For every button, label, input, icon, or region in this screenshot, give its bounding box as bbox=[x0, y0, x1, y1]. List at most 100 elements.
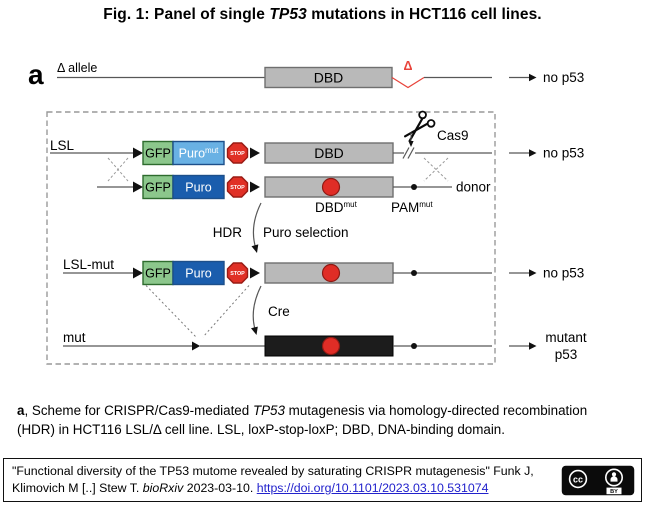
cut-mark bbox=[402, 147, 410, 159]
mut-allele-row: mut mutant p53 bbox=[63, 330, 587, 362]
puro-box bbox=[172, 260, 225, 286]
puro-mut-box bbox=[172, 140, 225, 166]
gfp-label: GFP bbox=[145, 181, 171, 195]
citation-authors: Klimovich M [..] Stew T. bbox=[12, 481, 143, 495]
workflow-dashed-box bbox=[46, 111, 496, 365]
puro-text: Puro bbox=[179, 147, 205, 161]
result-arrowhead bbox=[529, 342, 537, 350]
loxp-triangle bbox=[133, 267, 143, 279]
mut-superscript: mut bbox=[419, 200, 433, 209]
lsl-allele-row: LSL GFP Puromut STOP DBD Cas9 bbox=[50, 110, 584, 166]
title-prefix: Fig. 1: Panel of single bbox=[103, 6, 270, 23]
mut-superscript: mut bbox=[205, 146, 219, 155]
delta-allele-row: Δ allele DBD Δ no p53 bbox=[57, 59, 584, 89]
cre-label: Cre bbox=[268, 304, 290, 319]
lsl-mut-row: LSL-mut GFP Puro STOP no p53 bbox=[63, 257, 584, 338]
result-label: no p53 bbox=[543, 146, 584, 161]
deletion-delta-symbol: Δ bbox=[404, 59, 413, 73]
citation-journal-italic: bioRxiv bbox=[142, 481, 184, 495]
stop-label: STOP bbox=[230, 151, 245, 157]
dbd-mut-label: DBDmut bbox=[315, 200, 358, 215]
lsl-label: LSL bbox=[50, 138, 75, 153]
title-gene-italic: TP53 bbox=[269, 6, 307, 23]
caption-panel-letter: a bbox=[17, 403, 25, 418]
cc-by-badge-graphic: cc BY bbox=[561, 465, 635, 495]
loxp-triangle bbox=[133, 147, 143, 159]
dbd-box-label: DBD bbox=[314, 145, 344, 161]
hdr-arrowhead bbox=[251, 244, 259, 253]
doi-link[interactable]: https://doi.org/10.1101/2023.03.10.53107… bbox=[256, 481, 489, 495]
result-label-line2: p53 bbox=[555, 347, 578, 362]
cut-mark bbox=[407, 147, 415, 159]
caption-gene-italic: TP53 bbox=[252, 403, 285, 418]
citation-text: "Functional diversity of the TP53 mutome… bbox=[12, 463, 555, 497]
cas9-label: Cas9 bbox=[437, 128, 469, 143]
loxp-triangle bbox=[133, 181, 143, 193]
puro-label: Puro bbox=[185, 181, 211, 195]
result-arrowhead bbox=[529, 269, 537, 277]
result-arrowhead bbox=[529, 149, 537, 157]
red-mutation-dot bbox=[321, 263, 341, 283]
deletion-notch bbox=[391, 76, 425, 89]
hdr-transition: HDR Puro selection bbox=[213, 202, 349, 253]
result-label: no p53 bbox=[543, 70, 584, 85]
puro-mut-label: Puromut bbox=[179, 146, 220, 161]
lsl-mut-label: LSL-mut bbox=[63, 257, 114, 272]
red-mutation-dot bbox=[321, 177, 341, 197]
cre-excision-dotted-line bbox=[202, 285, 250, 338]
citation-line1: "Functional diversity of the TP53 mutome… bbox=[12, 463, 534, 478]
stop-label: STOP bbox=[230, 185, 245, 191]
panel-a-label: a bbox=[28, 59, 44, 90]
recombination-cross-left bbox=[107, 157, 129, 182]
cc-by-badge[interactable]: cc BY bbox=[561, 465, 635, 496]
stop-label: STOP bbox=[230, 271, 245, 277]
figure-caption: a, Scheme for CRISPR/Cas9-mediated TP53 … bbox=[17, 401, 633, 439]
cre-transition: Cre bbox=[251, 285, 290, 335]
puro-label: Puro bbox=[185, 267, 211, 281]
mut-label: mut bbox=[63, 330, 86, 345]
loxp-triangle bbox=[250, 147, 260, 159]
red-mutation-dot bbox=[321, 336, 341, 356]
hdr-curved-arrow bbox=[252, 202, 262, 250]
gfp-label: GFP bbox=[145, 267, 171, 281]
scissors-icon bbox=[404, 110, 436, 142]
cc-icon: cc bbox=[568, 469, 588, 488]
caption-text: mutagenesis via homology-directed recomb… bbox=[284, 403, 588, 418]
cre-curved-arrow bbox=[252, 285, 262, 332]
figure-title: Fig. 1: Panel of single TP53 mutations i… bbox=[0, 6, 645, 24]
citation-date: 2023-03-10. bbox=[183, 481, 257, 495]
title-suffix: mutations in HCT116 cell lines. bbox=[306, 6, 542, 23]
result-label: no p53 bbox=[543, 266, 584, 281]
by-letters: BY bbox=[610, 488, 618, 494]
cut-pointer-arrowhead bbox=[408, 141, 414, 147]
recombination-cross-right bbox=[423, 157, 449, 182]
result-label-line1: mutant bbox=[545, 330, 587, 345]
cc-letters: cc bbox=[573, 474, 583, 484]
residual-loxp-triangle bbox=[192, 341, 201, 351]
puro-box bbox=[172, 174, 225, 200]
loxp-triangle bbox=[250, 267, 260, 279]
puro-selection-label: Puro selection bbox=[263, 225, 349, 240]
donor-label: donor bbox=[456, 180, 491, 195]
delta-allele-label: Δ allele bbox=[57, 61, 97, 75]
cre-excision-dotted-line bbox=[145, 285, 197, 338]
pam-mut-label: PAMmut bbox=[391, 200, 433, 215]
mut-superscript: mut bbox=[344, 200, 358, 209]
dbd-mut-base: DBD bbox=[315, 200, 344, 215]
dbd-box-label: DBD bbox=[314, 70, 344, 86]
citation-bar: "Functional diversity of the TP53 mutome… bbox=[3, 458, 642, 502]
panel-a-diagram: a Δ allele DBD Δ no p53 LSL GFP Puromut bbox=[28, 59, 587, 365]
pam-mut-dot bbox=[411, 270, 417, 276]
caption-text-line2: (HDR) in HCT116 LSL/Δ cell line. LSL, lo… bbox=[17, 422, 505, 438]
result-arrowhead bbox=[529, 73, 537, 82]
hdr-label: HDR bbox=[213, 225, 242, 240]
loxp-triangle bbox=[250, 181, 260, 193]
donor-row: GFP Puro STOP donor DBDmut PAMmut bbox=[97, 174, 491, 215]
by-person-icon: BY bbox=[604, 468, 623, 494]
caption-text: , Scheme for CRISPR/Cas9-mediated bbox=[24, 403, 253, 418]
cre-arrowhead bbox=[251, 326, 258, 335]
by-strip bbox=[606, 487, 622, 494]
gfp-label: GFP bbox=[145, 147, 171, 161]
pam-mut-base: PAM bbox=[391, 200, 419, 215]
